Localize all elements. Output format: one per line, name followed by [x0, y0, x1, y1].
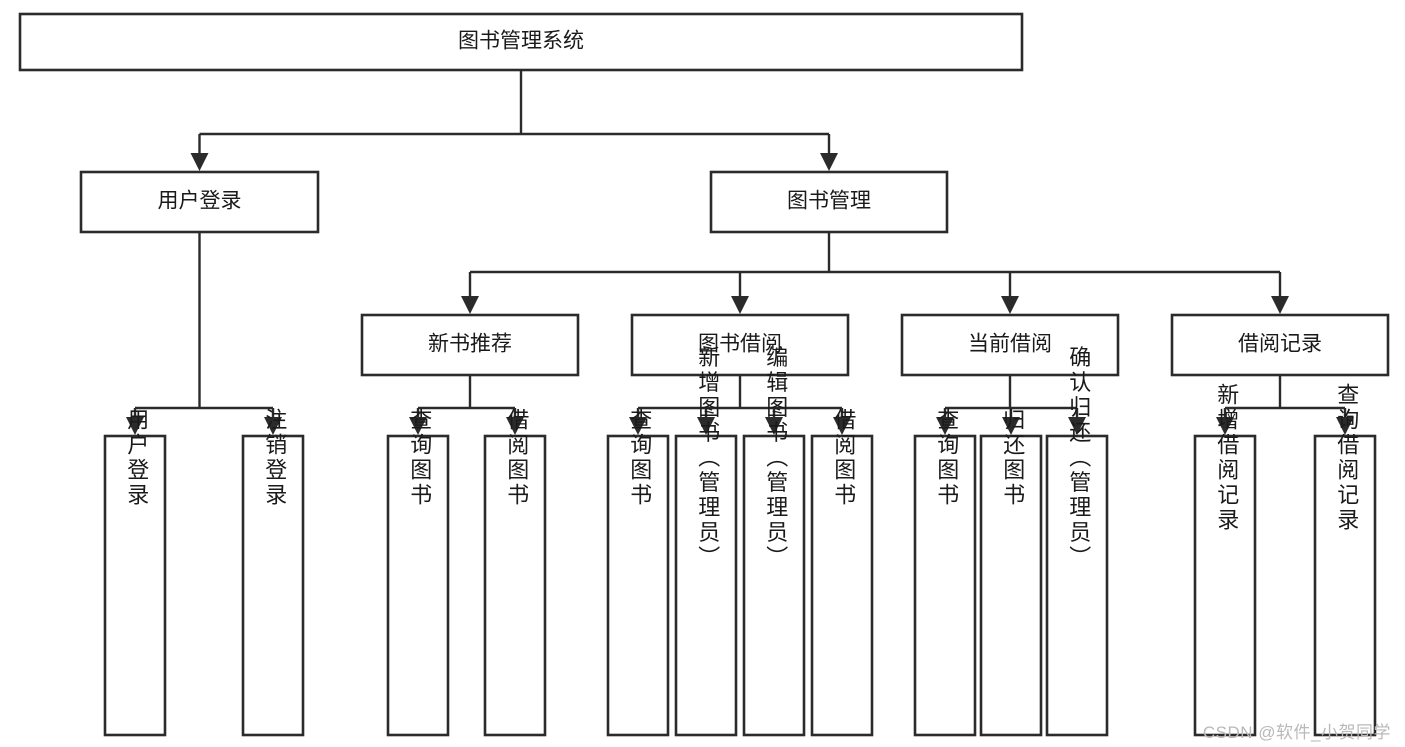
- node-add-borrow-record[interactable]: 新增借阅记录: [1193, 383, 1257, 737]
- node-box-borrow-record: [1170, 313, 1390, 377]
- arrow-head-icon: [1336, 417, 1354, 435]
- node-box-query-book-3: [913, 434, 977, 737]
- node-edit-book-admin[interactable]: 编辑图书（管理员）: [742, 346, 806, 737]
- node-query-book-2[interactable]: 查询图书: [606, 408, 670, 737]
- arrow-head-icon: [936, 417, 954, 435]
- arrow-head-icon: [765, 417, 783, 435]
- node-label-borrow-book-1: 借阅图书: [504, 408, 529, 508]
- node-borrow-record[interactable]: 借阅记录: [1170, 313, 1390, 377]
- node-label-confirm-return-admin: 确认归还（管理员）: [1066, 346, 1091, 571]
- node-box-user-login-leaf: [103, 434, 167, 737]
- node-box-borrow-book-2: [810, 434, 874, 737]
- arrow-head-icon: [1271, 296, 1289, 314]
- node-borrow-book-2[interactable]: 借阅图书: [810, 408, 874, 737]
- node-query-book-3[interactable]: 查询图书: [913, 408, 977, 737]
- node-label-root: 图书管理系统: [458, 30, 584, 53]
- node-query-book-1[interactable]: 查询图书: [386, 408, 450, 737]
- arrow-head-icon: [506, 417, 524, 435]
- arrow-head-icon: [697, 417, 715, 435]
- node-root[interactable]: 图书管理系统: [18, 12, 1024, 72]
- node-box-add-book-admin: [674, 434, 738, 737]
- node-query-borrow-record[interactable]: 查询借阅记录: [1313, 383, 1377, 737]
- arrow-head-icon: [264, 417, 282, 435]
- node-label-edit-book-admin: 编辑图书（管理员）: [763, 346, 788, 571]
- node-box-user-logout-leaf: [241, 434, 305, 737]
- arrow-head-icon: [1001, 296, 1019, 314]
- node-label-return-book: 归还图书: [1000, 408, 1025, 508]
- arrow-head-icon: [1002, 417, 1020, 435]
- node-borrow-book-1[interactable]: 借阅图书: [483, 408, 547, 737]
- node-return-book[interactable]: 归还图书: [979, 408, 1043, 737]
- node-label-add-book-admin: 新增图书（管理员）: [695, 346, 720, 571]
- node-label-query-book-1: 查询图书: [407, 408, 432, 508]
- node-layer: 图书管理系统用户登录用户登录注销登录图书管理新书推荐查询图书借阅图书图书借阅查询…: [18, 12, 1390, 737]
- node-box-query-book-2: [606, 434, 670, 737]
- node-book-borrow[interactable]: 图书借阅: [630, 313, 850, 377]
- arrow-head-icon: [190, 153, 209, 171]
- node-box-book-manage: [709, 170, 949, 234]
- node-box-edit-book-admin: [742, 434, 806, 737]
- node-label-borrow-book-2: 借阅图书: [831, 408, 856, 508]
- node-box-current-borrow: [900, 313, 1120, 377]
- node-label-current-borrow: 当前借阅: [968, 333, 1052, 356]
- node-box-new-book-recommend: [360, 313, 580, 377]
- arrow-head-icon: [461, 296, 479, 314]
- node-label-user-login-leaf: 用户登录: [124, 408, 149, 508]
- node-box-root: [18, 12, 1024, 72]
- node-label-user-logout-leaf: 注销登录: [262, 408, 287, 508]
- node-label-book-borrow: 图书借阅: [698, 333, 782, 356]
- arrow-head-icon: [820, 153, 838, 171]
- node-confirm-return-admin[interactable]: 确认归还（管理员）: [1045, 346, 1109, 737]
- node-new-book-recommend[interactable]: 新书推荐: [360, 313, 580, 377]
- node-box-user-login: [79, 170, 320, 234]
- node-label-new-book-recommend: 新书推荐: [428, 333, 512, 356]
- node-box-add-borrow-record: [1193, 434, 1257, 737]
- node-label-book-manage: 图书管理: [787, 190, 871, 213]
- arrow-head-icon: [409, 417, 427, 435]
- arrow-head-icon: [126, 417, 144, 435]
- node-user-logout-leaf[interactable]: 注销登录: [241, 408, 305, 737]
- node-add-book-admin[interactable]: 新增图书（管理员）: [674, 346, 738, 737]
- connector-layer: [126, 70, 1354, 435]
- arrow-head-icon: [629, 417, 647, 435]
- arrow-head-icon: [1068, 417, 1086, 435]
- node-label-add-borrow-record: 新增借阅记录: [1214, 383, 1239, 533]
- node-label-query-book-2: 查询图书: [627, 408, 652, 508]
- node-box-book-borrow: [630, 313, 850, 377]
- arrow-head-icon: [833, 417, 851, 435]
- node-user-login-leaf[interactable]: 用户登录: [103, 408, 167, 737]
- node-book-manage[interactable]: 图书管理: [709, 170, 949, 234]
- node-box-return-book: [979, 434, 1043, 737]
- node-label-query-borrow-record: 查询借阅记录: [1334, 383, 1359, 533]
- node-current-borrow[interactable]: 当前借阅: [900, 313, 1120, 377]
- node-box-confirm-return-admin: [1045, 434, 1109, 737]
- node-user-login[interactable]: 用户登录: [79, 170, 320, 234]
- arrow-head-icon: [731, 296, 749, 314]
- node-label-borrow-record: 借阅记录: [1238, 333, 1322, 356]
- node-label-user-login: 用户登录: [158, 190, 242, 213]
- node-label-query-book-3: 查询图书: [934, 408, 959, 508]
- node-box-query-book-1: [386, 434, 450, 737]
- node-box-borrow-book-1: [483, 434, 547, 737]
- arrow-head-icon: [1216, 417, 1234, 435]
- node-box-query-borrow-record: [1313, 434, 1377, 737]
